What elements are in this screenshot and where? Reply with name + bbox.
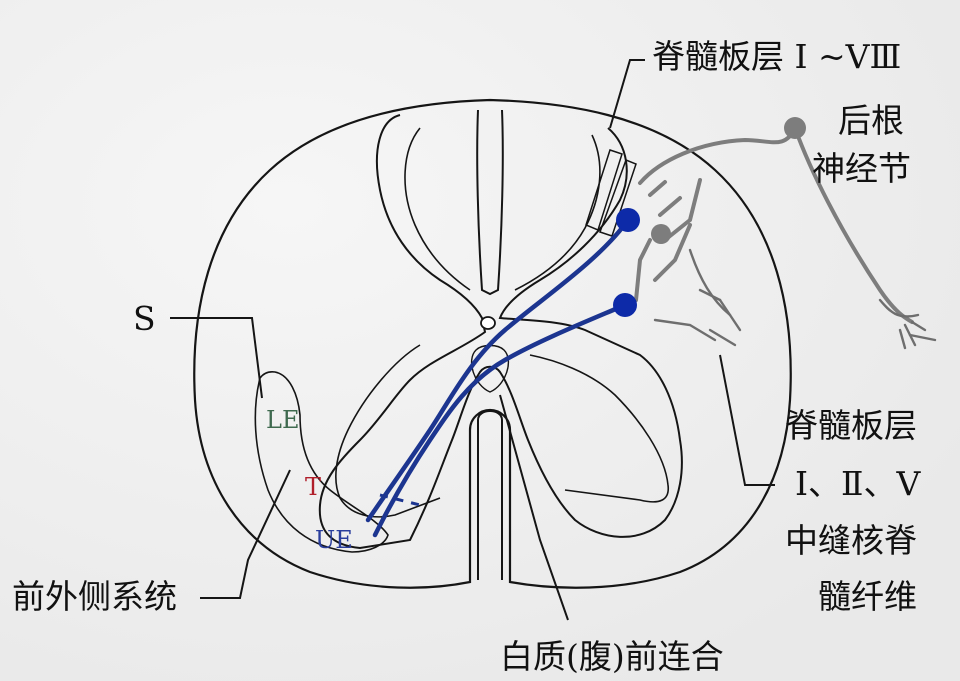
right-ventral-horn: [529, 354, 669, 503]
leader-lines: [170, 59, 775, 621]
fibers-label-line4: 髓纤维: [818, 577, 917, 616]
dorsal-horn-interneuron: [651, 224, 671, 244]
projection-neuron-lamina-v: [613, 293, 637, 317]
tract-crossing-dashes: [379, 493, 421, 507]
ue-label: UE: [315, 526, 353, 554]
left-dorsal-horn: [404, 127, 471, 291]
anterolateral-tract-area: [254, 371, 389, 553]
projection-neuron-lamina-i: [616, 208, 640, 232]
dorsal-root-ganglion-cell: [784, 117, 806, 139]
laminae-i-viii-label: 脊髓板层 I ~VⅢ: [652, 37, 901, 76]
anterior-white-commissure-label: 白质(腹)前连合: [500, 637, 724, 676]
collateral-branches: [653, 248, 937, 350]
ganglion-label-line2: 神经节: [812, 149, 911, 188]
fibers-label-line2: I、Ⅱ、V: [795, 464, 921, 503]
posterior-median-sulcus: [476, 109, 504, 296]
anterior-median-fissure: [477, 410, 503, 580]
fibers-label-line3: 中缝核脊: [785, 521, 917, 560]
s-label: S: [133, 299, 156, 338]
ganglion-label-line1: 后根: [838, 101, 904, 140]
right-dorsal-horn: [514, 134, 601, 291]
central-canal: [480, 316, 496, 330]
laminae-rectangles: [585, 149, 637, 237]
le-label: LE: [266, 406, 299, 434]
fibers-label-line1: 脊髓板层: [785, 406, 917, 445]
t-label: T: [305, 473, 321, 501]
spinothalamic-tracts: [365, 217, 631, 538]
anterolateral-system-label: 前外侧系统: [12, 577, 177, 616]
spinal-cord-outline: [193, 98, 792, 589]
